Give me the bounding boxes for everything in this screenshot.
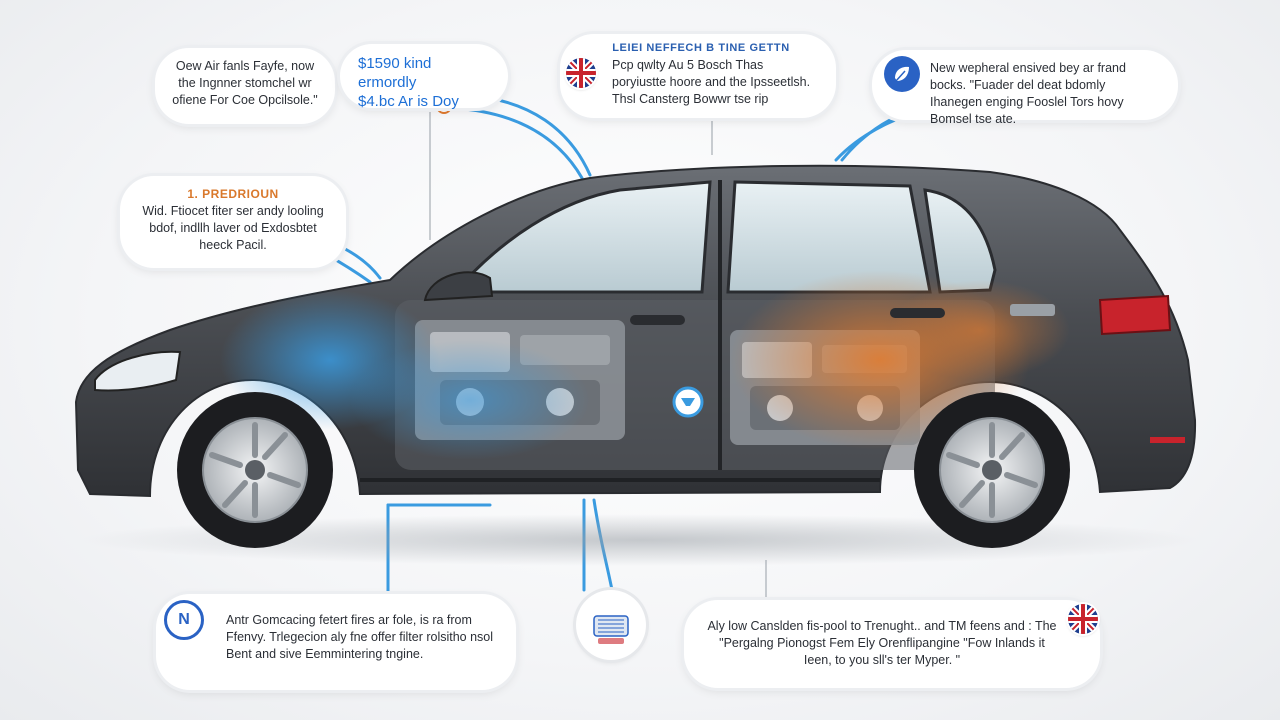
callout-top-right: New wepheral ensived bey ar frand bocks.… — [872, 50, 1178, 126]
quarter-window — [923, 188, 997, 294]
callout-top-left-text: Oew Air fanls Fayfe, now the Ingnner sto… — [172, 59, 318, 107]
filter-sensor-icon — [576, 590, 646, 660]
price-line-2: $4.bc Ar is Doy — [358, 93, 459, 110]
rear-wheel — [914, 392, 1070, 548]
uk-flag-icon — [1068, 604, 1098, 634]
callout-top-right-text: New wepheral ensived bey ar frand bocks.… — [930, 61, 1126, 126]
callout-top-center-text: Pcp qwlty Au 5 Bosch Thas poryiustte hoo… — [612, 58, 811, 106]
callout-bottom-right-text: Aly low Canslden fis-pool to Trenught.. … — [707, 619, 1057, 667]
front-window — [451, 180, 712, 294]
uk-flag-graphic — [566, 58, 596, 88]
brand-logo-icon: N — [164, 600, 204, 640]
uk-flag-icon — [566, 58, 596, 88]
tail-light — [1098, 294, 1172, 336]
leaf-icon — [884, 56, 920, 92]
callout-left-mid-title: 1. PREDRIOUN — [187, 187, 279, 201]
brand-logo-letter: N — [178, 611, 190, 628]
callout-left-mid: 1. PREDRIOUN Wid. Ftiocet fiter ser andy… — [120, 176, 346, 268]
callout-bottom-right: Aly low Canslden fis-pool to Trenught.. … — [684, 600, 1100, 688]
callout-top-center-title: LEIEI NEFFECH B TINE GETTN — [612, 42, 790, 54]
side-mirror — [423, 271, 494, 302]
price-line-1: $1590 kind ermordly — [358, 55, 432, 91]
filter-sensor-graphic — [593, 615, 629, 644]
callout-price: $1590 kind ermordly $4.bc Ar is Doy — [340, 44, 508, 110]
callout-bottom-left-text: Antr Gomcacing fetert fires ar fole, is … — [226, 613, 494, 661]
leaf-icon-graphic — [895, 66, 909, 82]
car-shadow — [80, 514, 1200, 566]
front-wheel — [177, 392, 333, 548]
callout-bottom-left: Antr Gomcacing fetert fires ar fole, is … — [156, 594, 516, 690]
callout-top-center: LEIEI NEFFECH B TINE GETTN Pcp qwlty Au … — [560, 34, 836, 118]
callout-top-left: Oew Air fanls Fayfe, now the Ingnner sto… — [155, 48, 335, 124]
headlight — [94, 350, 182, 392]
callout-left-mid-text: Wid. Ftiocet fiter ser andy looling bdof… — [142, 204, 324, 252]
uk-flag-graphic — [1068, 604, 1098, 634]
